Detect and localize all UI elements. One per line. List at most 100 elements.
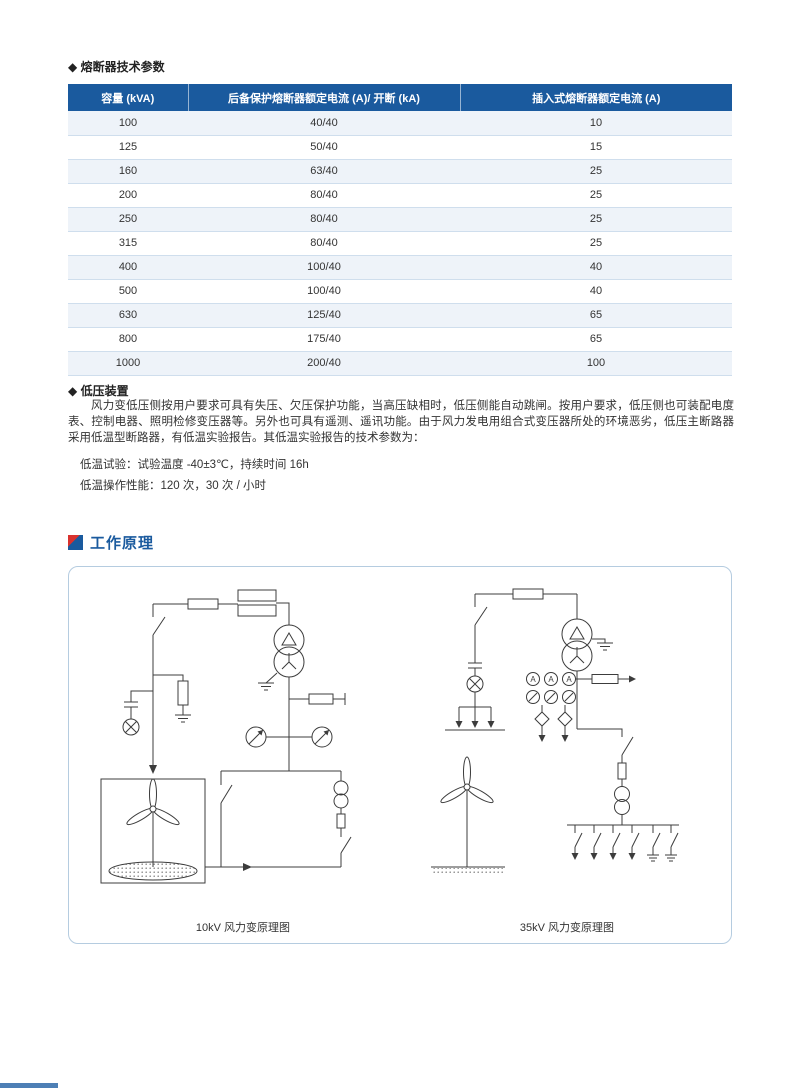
ammeter-label: A — [566, 675, 572, 684]
cell: 100/40 — [188, 255, 460, 280]
caption-10kv: 10kV 风力变原理图 — [195, 922, 291, 934]
ground-symbol — [647, 854, 659, 862]
fuse-parameters-table: 容量 (kVA) 后备保护熔断器额定电流 (A)/ 开断 (kA) 插入式熔断器… — [68, 84, 732, 376]
small-transformer-symbol — [333, 780, 349, 796]
ammeter-symbol — [526, 672, 540, 686]
cell: 125 — [68, 135, 188, 160]
breaker-symbol — [340, 836, 352, 854]
cell: 25 — [460, 159, 732, 184]
ground-symbol — [665, 854, 677, 862]
cell: 40 — [460, 255, 732, 280]
cell: 160 — [68, 159, 188, 184]
cell: 100 — [68, 111, 188, 136]
lamp-symbol — [122, 718, 140, 736]
cell: 100/40 — [188, 279, 460, 304]
cell: 25 — [460, 183, 732, 208]
arrow-down-icon — [149, 765, 157, 774]
cell: 315 — [68, 231, 188, 256]
cell: 63/40 — [188, 159, 460, 184]
schematic-35kv-diagram: A A A — [431, 588, 679, 875]
cell: 500 — [68, 279, 188, 304]
col-header-capacity: 容量 (kVA) — [68, 84, 188, 111]
footer-accent-bar — [0, 1083, 58, 1088]
cell: 175/40 — [188, 327, 460, 352]
cell: 125/40 — [188, 303, 460, 328]
cell: 50/40 — [188, 135, 460, 160]
lv-operation-line: 低温操作性能：120 次，30 次 / 小时 — [80, 480, 266, 492]
ammeter-label: A — [530, 675, 536, 684]
cell: 630 — [68, 303, 188, 328]
cell: 100 — [460, 351, 732, 376]
ground-texture — [431, 868, 505, 875]
cell: 200/40 — [188, 351, 460, 376]
cell: 800 — [68, 327, 188, 352]
resistor-symbol — [617, 762, 627, 780]
cell: 40/40 — [188, 111, 460, 136]
ground-symbol — [175, 714, 191, 723]
meter-symbol — [311, 726, 333, 748]
ground-symbol — [597, 642, 613, 651]
breaker-symbol — [621, 736, 634, 756]
resistor-symbol — [336, 813, 346, 829]
meter-symbol — [526, 690, 540, 704]
arrester-symbol — [534, 711, 573, 727]
terminal-box-symbol — [237, 589, 277, 602]
cell: 25 — [460, 207, 732, 232]
turbine-blade — [149, 778, 157, 810]
cell: 80/40 — [188, 207, 460, 232]
turbine-blade — [463, 756, 471, 788]
arrow-down-icon — [455, 721, 463, 728]
cell: 15 — [460, 135, 732, 160]
cell: 200 — [68, 183, 188, 208]
principle-section-header: 工作原理 — [68, 532, 154, 553]
schematic-10kv-diagram — [100, 589, 352, 884]
cell: 10 — [460, 111, 732, 136]
col-header-plugin-fuse: 插入式熔断器额定电流 (A) — [459, 84, 732, 111]
fuse-symbol — [187, 598, 219, 610]
schematic-panel: A A A — [68, 566, 732, 944]
fuse-section-title: ◆ 熔断器技术参数 — [68, 60, 165, 74]
cell: 65 — [460, 327, 732, 352]
cell: 250 — [68, 207, 188, 232]
small-transformer-symbol — [614, 786, 630, 802]
disconnector-symbol — [152, 616, 166, 636]
lv-test-line: 低温试验：试验温度 -40±3℃，持续时间 16h — [80, 459, 309, 471]
arrow-right-icon — [629, 675, 636, 683]
ground-symbol — [258, 682, 274, 691]
section-marker-icon — [68, 535, 83, 550]
transformer-symbol — [273, 624, 305, 656]
cell: 400 — [68, 255, 188, 280]
capacitor-symbol — [468, 662, 482, 669]
cell: 65 — [460, 303, 732, 328]
fuse-symbol — [591, 674, 619, 684]
resistor-symbol — [177, 680, 189, 706]
transformer-symbol — [561, 618, 593, 650]
cell: 80/40 — [188, 183, 460, 208]
cell: 80/40 — [188, 231, 460, 256]
circuit-10kv — [100, 589, 352, 884]
arrow-right-icon — [243, 863, 252, 871]
breaker-symbol — [220, 784, 233, 804]
circuit-35kv: A A A — [431, 588, 679, 875]
col-header-backup-fuse: 后备保护熔断器额定电流 (A)/ 开断 (kA) — [187, 84, 460, 111]
lv-description-paragraph: 风力变低压侧按用户要求可具有失压、欠压保护功能，当高压缺相时，低压侧能自动跳闸。… — [68, 400, 734, 444]
fuse-symbol — [512, 588, 544, 600]
disconnector-symbol — [474, 606, 488, 626]
principle-section-title: 工作原理 — [90, 535, 155, 552]
ammeter-symbol — [544, 672, 558, 686]
lv-section-title: ◆ 低压装置 — [68, 384, 129, 398]
fuse-symbol — [308, 693, 334, 705]
turbine-foundation — [108, 861, 198, 881]
cell: 1000 — [68, 351, 188, 376]
